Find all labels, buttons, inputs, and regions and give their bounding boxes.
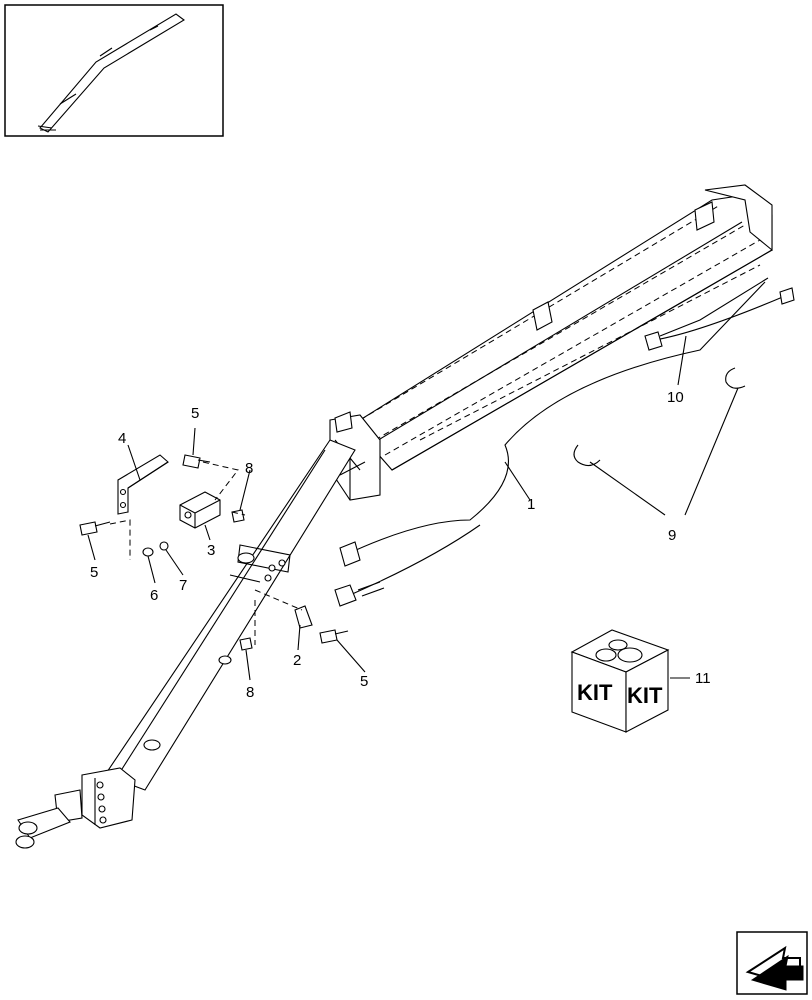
kit-box-11: KIT KIT (570, 629, 670, 733)
callout-1: 1 (527, 496, 535, 513)
leader-lines (87, 335, 739, 681)
callouts: 1 2 3 4 5 5 5 6 7 8 8 9 10 11 (90, 389, 711, 701)
hose-10 (644, 277, 795, 351)
hardware (79, 454, 349, 651)
locator-thumbnail (4, 4, 224, 137)
callout-5a: 5 (191, 405, 199, 422)
next-page-arrow-icon[interactable] (736, 931, 808, 995)
bracket-4 (117, 454, 169, 515)
callout-8a: 8 (245, 460, 253, 477)
kit-label-right: KIT (627, 683, 663, 708)
callout-8b: 8 (246, 684, 254, 701)
callout-5c: 5 (360, 673, 368, 690)
kit-label-left: KIT (577, 680, 613, 705)
callout-7: 7 (179, 577, 187, 594)
assembly-lines (109, 461, 303, 645)
callout-10: 10 (667, 389, 684, 406)
callout-6: 6 (150, 587, 158, 604)
hose-clamps (573, 367, 746, 467)
callout-11: 11 (695, 670, 711, 687)
callout-9: 9 (668, 527, 676, 544)
boom-frame (15, 184, 773, 849)
callout-5b: 5 (90, 564, 98, 581)
callout-3: 3 (207, 542, 215, 559)
callout-4: 4 (118, 430, 126, 447)
callout-2: 2 (293, 652, 301, 669)
block-3 (179, 491, 221, 529)
